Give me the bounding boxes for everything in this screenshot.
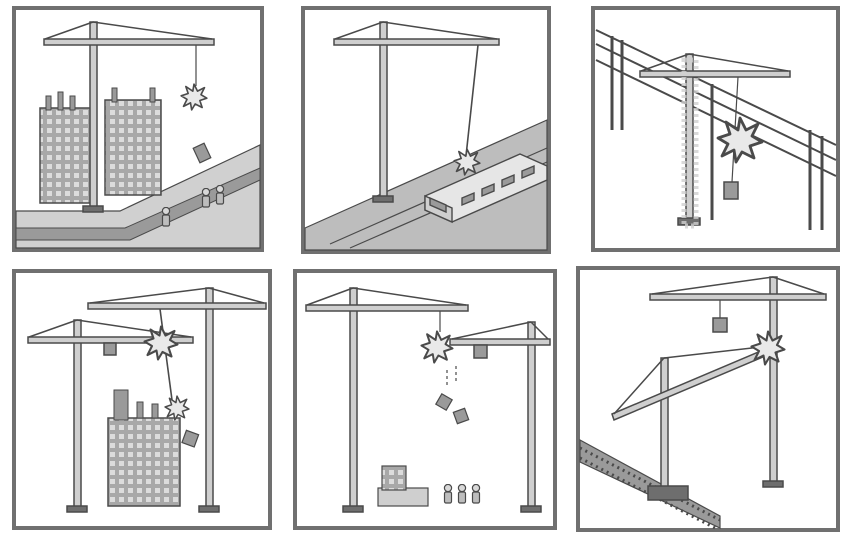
- person: [457, 484, 467, 504]
- person: [215, 185, 225, 205]
- person: [443, 484, 453, 504]
- panel-2: [301, 6, 551, 254]
- falling-load: [181, 429, 200, 448]
- person: [471, 484, 481, 504]
- crane: [639, 53, 791, 226]
- person: [201, 188, 211, 208]
- building: [107, 389, 181, 507]
- road-lane: [15, 167, 261, 241]
- crane: [333, 21, 500, 203]
- panel-1: [12, 6, 264, 252]
- crane: [43, 21, 215, 213]
- building-small: [377, 465, 429, 507]
- panel-4: [12, 269, 272, 530]
- building-right: [104, 87, 162, 196]
- train: [424, 153, 548, 224]
- falling-load: [192, 142, 212, 164]
- power-lines: [595, 29, 837, 230]
- panel-5: [293, 269, 557, 530]
- crane-right: [449, 321, 551, 513]
- panel-6: [576, 266, 840, 532]
- panel-3: [591, 6, 840, 252]
- crane-left: [27, 319, 194, 513]
- crane-right: [87, 287, 267, 513]
- crane-left: [305, 287, 469, 513]
- person: [161, 207, 171, 227]
- falling-load: [434, 366, 470, 425]
- building-left: [39, 91, 97, 204]
- crane: [649, 276, 827, 488]
